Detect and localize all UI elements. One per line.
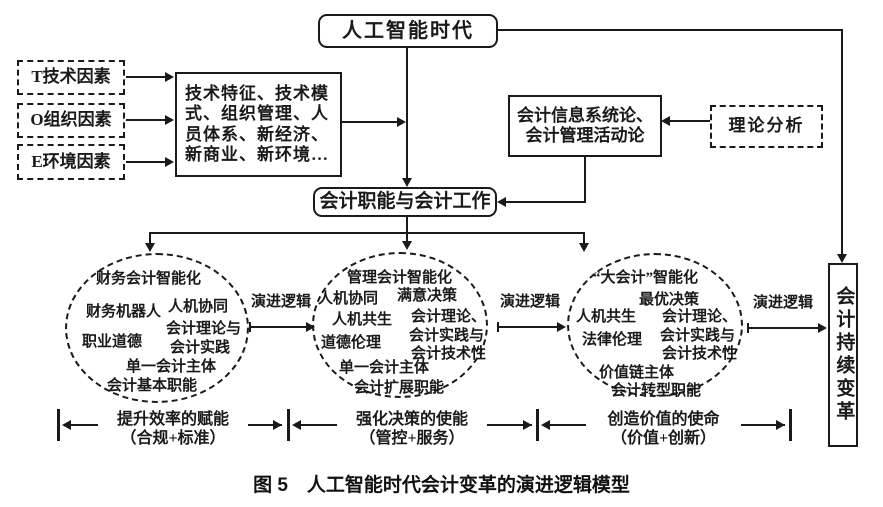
circle1-item: 会计理论与 (166, 321, 242, 337)
arrowhead-evolution-3 (818, 323, 827, 333)
connector-func-down (406, 217, 408, 233)
continuous-change-box: 会计持续变革 (828, 263, 858, 447)
arrowhead-tech (397, 117, 406, 127)
circle1-item: 单一会计主体 (126, 359, 217, 375)
connector-center-v (406, 48, 408, 179)
circle-financial-accounting (65, 253, 249, 403)
figure-caption: 图 5 人工智能时代会计变革的演进逻辑模型 (253, 475, 630, 496)
bottom-tick-3 (536, 409, 539, 441)
circle1-item: 职业道德 (82, 334, 143, 350)
segment2-arrow-right (523, 420, 532, 430)
evolution-label-1: 演进逻辑 (251, 294, 312, 310)
factor-box-technology: T技术因素 (17, 60, 125, 95)
arrowhead-into-func-box (402, 178, 412, 187)
circle3-item: 法律伦理 (582, 332, 643, 348)
segment3-label: 创造价值的使命 （价值+创新） (586, 410, 741, 449)
theory-analysis-box: 理论分析 (710, 105, 823, 148)
tech-characteristics-box: 技术特征、技术模式、组织管理、人员体系、新经济、新商业、新环境… (175, 72, 342, 177)
arrowhead-evolution-1 (306, 322, 315, 332)
segment2-label: 强化决策的使能 （管控+服务） (337, 410, 487, 449)
circle2-item: 会计实践与 (409, 328, 485, 344)
factor-box-environment: E环境因素 (17, 144, 125, 180)
arrowhead-into-change-box (837, 254, 847, 263)
arrowhead-factor2 (165, 115, 174, 125)
connector-branch-h (149, 232, 585, 234)
circle2-item: 会计扩展职能 (354, 380, 445, 396)
connector-factor3 (126, 161, 166, 163)
segment1-label: 提升效率的赋能 （合规+标准） (98, 410, 248, 449)
circle2-item: 道德伦理 (321, 335, 382, 351)
circle3-title: “大会计”智能化 (593, 270, 699, 286)
bottom-tick-1 (57, 409, 60, 441)
circle1-title: 财务会计智能化 (96, 271, 202, 287)
evolution-label-2: 演进逻辑 (500, 294, 561, 310)
circle3-item: 最优决策 (639, 292, 700, 308)
circle2-title: 管理会计智能化 (347, 270, 453, 286)
circle2-item: 会计技术性 (411, 346, 487, 362)
arrowhead-theory (661, 116, 670, 126)
bottom-tick-4 (789, 409, 792, 441)
evolution-label-3: 演进逻辑 (753, 295, 814, 311)
circle2-item: 人机共生 (332, 312, 393, 328)
circle2-item: 会计理论、 (411, 309, 487, 325)
segment2-label-line1: 强化决策的使能 (355, 411, 468, 428)
accounting-function-box: 会计职能与会计工作 (313, 187, 497, 217)
circle3-item: 人机共生 (576, 309, 637, 325)
arrowhead-circle1 (145, 243, 155, 252)
connector-factor1 (126, 76, 166, 78)
arrowhead-factor1 (165, 72, 174, 82)
circle1-item: 人机协同 (168, 299, 229, 315)
segment1-arrow-left (62, 420, 71, 430)
arrowhead-factor3 (165, 157, 174, 167)
circle1-item: 财务机器人 (86, 304, 162, 320)
connector-info-h (505, 201, 586, 203)
arrowhead-info-into-func (497, 197, 506, 207)
circle3-item: 会计技术性 (662, 346, 738, 362)
connector-info-v (584, 157, 586, 203)
segment2-label-line2: （管控+服务） (359, 430, 465, 448)
segment1-arrow-right (273, 420, 282, 430)
continuous-change-label: 会计持续变革 (833, 286, 855, 424)
arrowhead-circle3 (579, 243, 589, 252)
bottom-tick-2 (287, 409, 290, 441)
segment3-label-line1: 创造价值的使命 (607, 411, 720, 428)
circle2-item: 单一会计主体 (339, 360, 430, 376)
connector-branch-right-v (583, 232, 585, 244)
segment1-label-line2: （合规+标准） (120, 430, 226, 448)
evolution-arrow-1 (249, 326, 307, 328)
circle3-item: 会计转型职能 (611, 383, 702, 399)
connector-tech-h (342, 121, 398, 123)
circle2-item: 满意决策 (397, 288, 458, 304)
segment3-label-line2: （价值+创新） (610, 430, 717, 448)
factor-box-organization: O组织因素 (17, 103, 125, 138)
arrowhead-evolution-2 (557, 322, 566, 332)
segment2-arrow-left (292, 420, 301, 430)
evolution-arrow-2 (497, 326, 558, 328)
segment1-label-line1: 提升效率的赋能 (116, 411, 229, 428)
connector-top-right-h (497, 29, 843, 31)
connector-factor2 (126, 119, 166, 121)
arrowhead-circle2 (402, 241, 412, 250)
segment3-arrow-left (541, 420, 550, 430)
circle2-item: 人机协同 (318, 291, 379, 307)
evolution-arrow-3 (747, 327, 819, 329)
connector-branch-mid-v (406, 232, 408, 242)
circle3-item: 会计实践与 (660, 328, 736, 344)
circle1-item: 会计实践 (170, 340, 231, 356)
accounting-theory-box: 会计信息系统论、会计管理活动论 (508, 95, 662, 157)
circle-big-accounting (567, 253, 743, 397)
connector-branch-left-v (149, 232, 151, 244)
circle3-item: 会计理论、 (662, 309, 738, 325)
connector-right-v (841, 29, 843, 255)
circle3-item: 价值链主体 (599, 365, 675, 381)
connector-theory (670, 120, 710, 122)
ai-era-box: 人工智能时代 (318, 14, 498, 48)
segment3-arrow-right (776, 420, 785, 430)
circle1-item: 会计基本职能 (107, 378, 198, 394)
